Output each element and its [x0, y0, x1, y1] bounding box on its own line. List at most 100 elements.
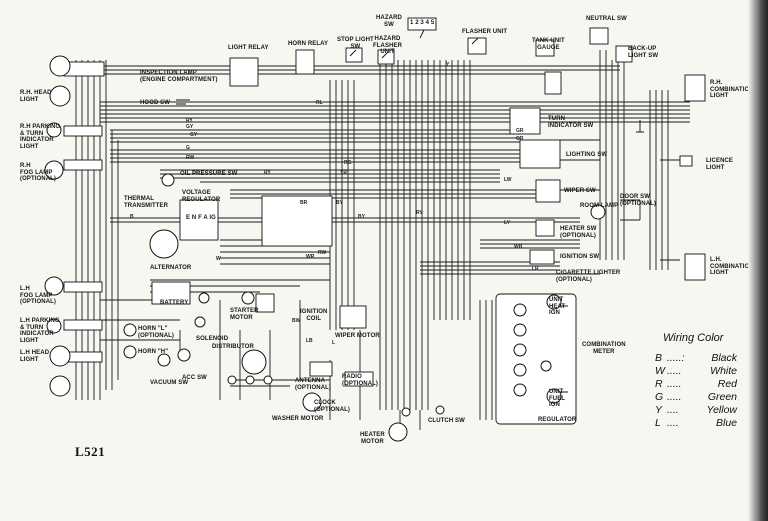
- tank-unit-gauge-label: TANK UNIT GAUGE: [532, 38, 565, 51]
- wire-code: BY: [358, 214, 365, 220]
- horn-l-label: HORN "L" (OPTIONAL): [138, 326, 174, 339]
- distributor-label: DISTRIBUTOR: [212, 344, 254, 350]
- solenoid-label: SOLENOID: [196, 336, 229, 342]
- wire-code: RY: [264, 170, 271, 176]
- licence-light-label: LICENCE LIGHT: [706, 158, 734, 171]
- lh-head-light-label: L.H HEAD LIGHT: [20, 350, 50, 363]
- legend-sep: ....: [667, 404, 679, 416]
- stop-light-sw-label: STOP LIGHT SW: [337, 37, 374, 50]
- wire-code: GY: [190, 132, 198, 138]
- wire-code: BR: [300, 200, 308, 206]
- legend-name: Green: [707, 391, 737, 403]
- legend-row: G ..... Green: [655, 391, 737, 403]
- lh-fog-lamp-label: L.H FOG LAMP (OPTIONAL): [20, 286, 56, 305]
- door-sw-label: DOOR SW (OPTIONAL): [620, 194, 656, 207]
- combination-meter-label: COMBINATION METER: [582, 342, 626, 355]
- regulator-terminals: E N F A IG: [186, 215, 216, 221]
- legend-code: G: [655, 391, 664, 403]
- wire-code: RY: [416, 210, 423, 216]
- legend-row: B .....: Black: [655, 352, 737, 364]
- legend-name: White: [710, 365, 737, 377]
- light-relay-label: LIGHT RELAY: [228, 45, 269, 51]
- legend-code: B: [655, 352, 663, 364]
- legend-row: W ..... White: [655, 365, 737, 377]
- legend-name: Yellow: [706, 404, 737, 416]
- clock-label: CLOCK (OPTIONAL): [314, 400, 350, 413]
- wire-code: G: [186, 145, 190, 151]
- hood-sw-label: HOOD SW: [140, 100, 171, 106]
- wire-code: WR: [306, 254, 315, 260]
- wire-code: LY: [504, 220, 510, 226]
- wiper-motor-label: WIPER MOTOR: [335, 333, 380, 339]
- hazard-sw-label: HAZARD SW: [376, 15, 402, 28]
- wire-code: L: [332, 340, 336, 346]
- legend-title: Wiring Color: [663, 332, 724, 344]
- room-lamp-label: ROOM LAMP: [580, 203, 619, 209]
- legend-name: Red: [717, 378, 737, 390]
- rh-head-light-label: R.H. HEAD LIGHT: [20, 90, 52, 103]
- lh-parking-turn-label: L.H PARKING & TURN INDICATOR LIGHT: [20, 318, 60, 344]
- wire-code: WB: [514, 244, 523, 250]
- wire-code: GR: [516, 136, 524, 142]
- oil-pressure-sw-label: OIL PRESSURE SW: [180, 171, 238, 177]
- unit-fuel-ign-label: UNIT FUEL IGN: [549, 389, 566, 408]
- wire-code: B: [130, 214, 134, 220]
- turn-indicator-sw-label: TURN INDICATOR SW: [548, 116, 594, 129]
- alternator-label: ALTERNATOR: [150, 265, 192, 271]
- wire-code: YR: [340, 170, 347, 176]
- wire-code: RW: [318, 250, 327, 256]
- backup-light-sw-label: BACK-UP LIGHT SW: [628, 46, 659, 59]
- rh-parking-turn-label: R.H PARKING & TURN INDICATOR LIGHT: [20, 124, 61, 150]
- thermal-transmitter-label: THERMAL TRANSMITTER: [124, 196, 169, 209]
- antenna-label: ANTENNA (OPTIONAL): [295, 378, 331, 391]
- clutch-sw-label: CLUTCH SW: [428, 418, 465, 424]
- regulator-label: REGULATOR: [538, 417, 577, 423]
- radio-label: RADIO (OPTIONAL): [342, 374, 378, 387]
- wire-code: W: [216, 256, 221, 262]
- starter-motor-label: STARTER MOTOR: [230, 308, 259, 321]
- wire-code: LR: [532, 266, 539, 272]
- legend-code: Y: [655, 404, 663, 416]
- voltage-regulator-label: VOLTAGE REGULATOR: [182, 190, 221, 203]
- wire-code: BY: [336, 200, 343, 206]
- diagram-id: L521: [75, 444, 106, 459]
- legend-sep: .....: [667, 378, 682, 390]
- wire-code: Y: [446, 62, 450, 68]
- washer-motor-label: WASHER MOTOR: [272, 416, 324, 422]
- legend-sep: .....: [667, 391, 682, 403]
- wire-code: GR: [516, 128, 524, 134]
- legend-sep: .....:: [667, 352, 685, 364]
- wire-code: GY: [186, 124, 194, 130]
- ignition-sw-label: IGNITION SW: [560, 254, 600, 260]
- acc-sw-label: ACC SW: [182, 375, 207, 381]
- legend-name: Black: [711, 352, 737, 364]
- legend-sep: .....: [667, 365, 682, 377]
- cigarette-lighter-label: CIGARETTE LIGHTER (OPTIONAL): [556, 270, 621, 283]
- wire-code: RY: [186, 118, 193, 124]
- vacuum-sw-label: VACUUM SW: [150, 380, 189, 386]
- legend-code: L: [655, 417, 661, 429]
- neutral-sw-label: NEUTRAL SW: [586, 16, 627, 22]
- horn-relay-label: HORN RELAY: [288, 41, 329, 47]
- legend-row: L .... Blue: [655, 417, 737, 429]
- flasher-unit-label: FLASHER UNIT: [462, 29, 508, 35]
- horn-h-label: HORN "H": [138, 349, 169, 355]
- legend-row: Y .... Yellow: [655, 404, 737, 416]
- hazard-flasher-unit-label: HAZARD FLASHER UNIT: [373, 36, 403, 55]
- heater-sw-label: HEATER SW (OPTIONAL): [560, 226, 597, 239]
- rh-fog-lamp-label: R.H FOG LAMP (OPTIONAL): [20, 163, 56, 182]
- legend-row: R ..... Red: [655, 378, 737, 390]
- lighting-sw-label: LIGHTING SW: [566, 152, 608, 158]
- legend-code: W: [655, 365, 665, 377]
- wiper-sw-label: WIPER SW: [564, 188, 596, 194]
- legend-name: Blue: [715, 417, 737, 429]
- unit-heat-ign-label: UNIT HEAT IGN: [549, 297, 566, 316]
- lh-combination-light-label: L.H. COMBINATION LIGHT: [710, 257, 754, 276]
- hazard-sw-terminals: 1 2 3 4 5: [410, 20, 435, 26]
- page-edge-shadow: [748, 0, 768, 521]
- battery-label: BATTERY: [160, 300, 189, 306]
- inspection-lamp-label: INSPECTION LAMP (ENGINE COMPARTMENT): [140, 70, 218, 83]
- heater-motor-label: HEATER MOTOR: [360, 432, 385, 445]
- wire-code: LB: [306, 338, 313, 344]
